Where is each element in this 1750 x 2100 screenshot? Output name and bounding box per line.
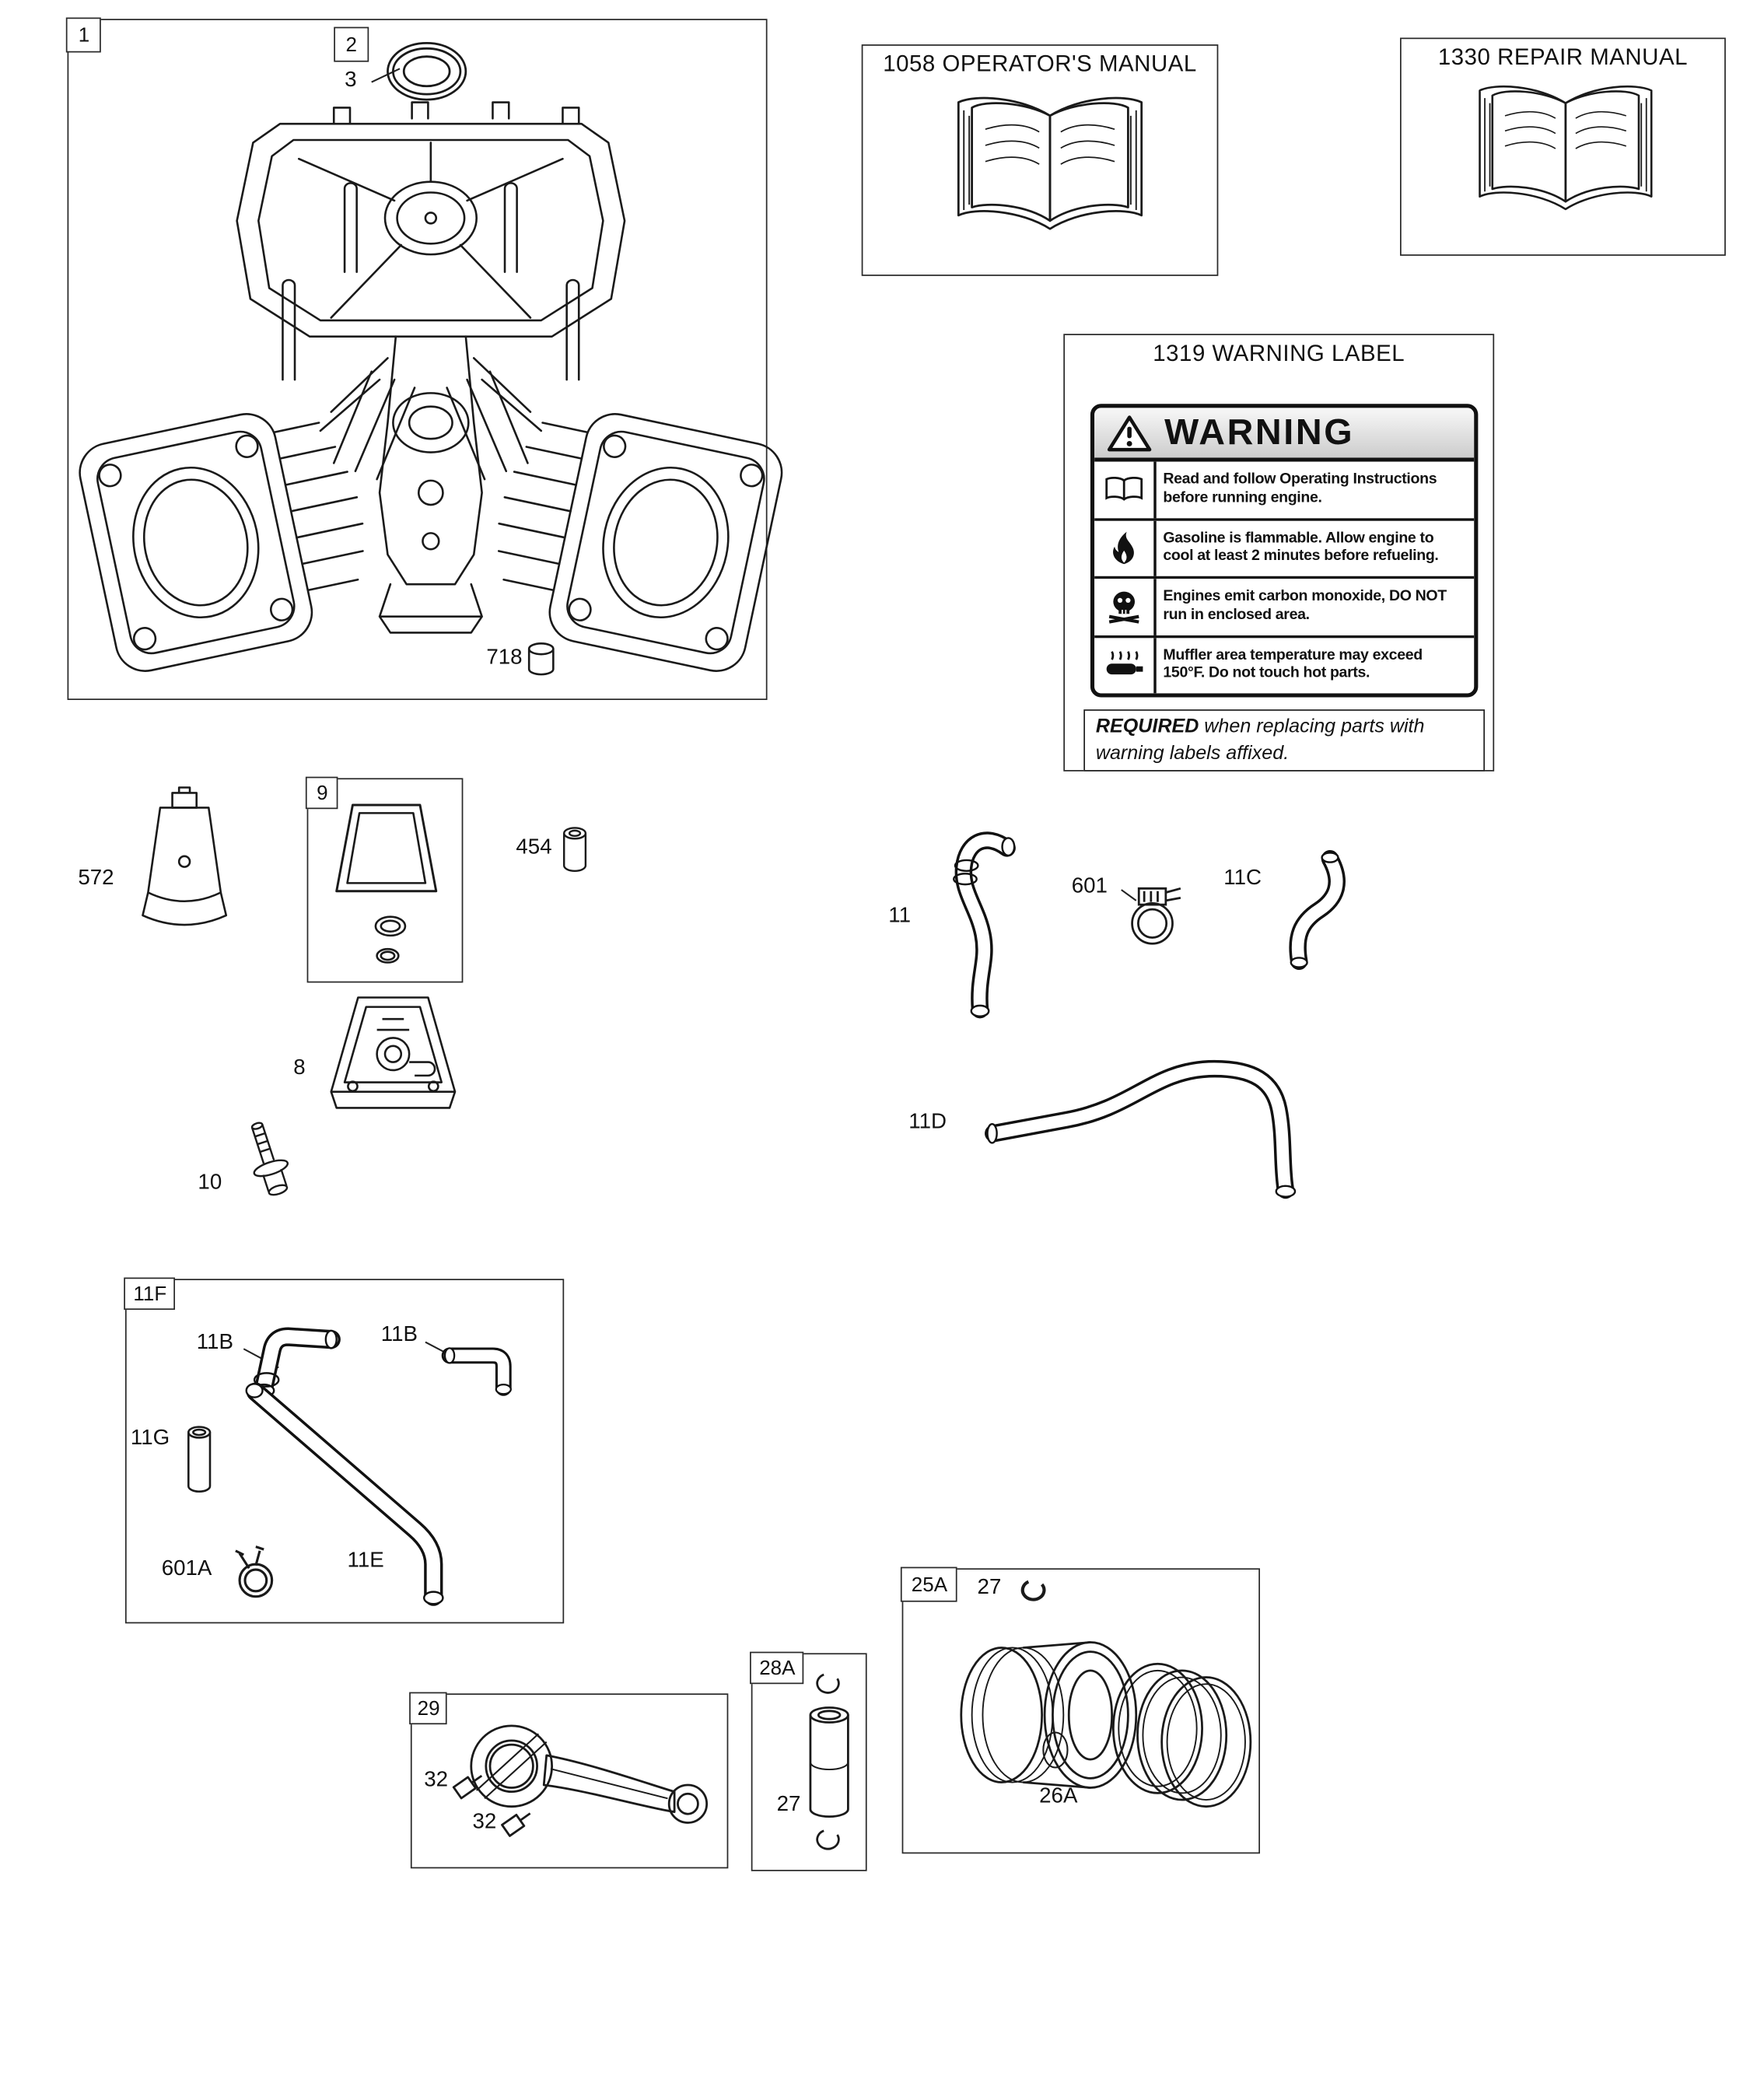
callout-718: 718 (486, 646, 523, 670)
oil-seal-drawing (387, 41, 467, 101)
repair-manual-box: 1330 REPAIR MANUAL (1399, 37, 1726, 256)
screw-10 (250, 1122, 289, 1196)
breather-cover-8 (330, 996, 457, 1109)
crankcase-group-box: 1 (66, 18, 768, 700)
warning-row: Muffler area temperature may exceed 150°… (1094, 637, 1475, 694)
piston-ring-set-26a (1111, 1662, 1252, 1808)
tube-11g (187, 1426, 212, 1493)
piston-body (960, 1641, 1138, 1789)
retaining-ring-27 (1020, 1580, 1046, 1601)
callout-11: 11 (888, 905, 912, 928)
pin-454 (562, 827, 587, 872)
hose-11c (1289, 849, 1346, 971)
callout-3: 3 (345, 68, 357, 92)
warning-required-note: REQUIRED when replacing parts with warni… (1083, 709, 1486, 772)
piston-pin-drawing (809, 1673, 849, 1850)
warning-group-title: 1319 WARNING LABEL (1153, 340, 1405, 366)
spring-clamp-601a (235, 1545, 274, 1598)
piston-group-box: 25A (901, 1567, 1260, 1854)
operators-manual-book-icon (957, 96, 1143, 230)
operating-instructions-book-icon (1094, 461, 1157, 518)
piston-drawing (960, 1641, 1252, 1808)
warning-label-header: WARNING (1094, 408, 1475, 462)
callout-572: 572 (78, 866, 114, 891)
callout-32-a: 32 (424, 1769, 448, 1792)
callout-27-pin: 27 (776, 1793, 801, 1816)
breather-gasket-drawing (335, 803, 438, 964)
callout-1: 1 (66, 18, 102, 54)
callout-11b-a: 11B (196, 1331, 233, 1355)
warning-label: WARNING Read and follow Operating Instru… (1090, 404, 1479, 698)
warning-row-text: Muffler area temperature may exceed 150°… (1163, 647, 1423, 682)
warning-row: Engines emit carbon monoxide, DO NOT run… (1094, 579, 1475, 638)
elbow-tube-11b-b (441, 1347, 512, 1396)
callout-9: 9 (306, 777, 339, 810)
callout-11g: 11G (130, 1426, 170, 1451)
retaining-ring-top (816, 1673, 840, 1694)
connecting-rod-drawing (452, 1724, 709, 1837)
breather-gasket-group-box: 9 (306, 777, 464, 983)
crankcase-drawing (79, 101, 789, 678)
callout-10: 10 (198, 1171, 222, 1195)
callout-2: 2 (334, 26, 369, 62)
warning-row: Gasoline is flammable. Allow engine to c… (1094, 520, 1475, 579)
required-lead: REQUIRED (1095, 716, 1199, 738)
callout-26a: 26A (1039, 1784, 1078, 1808)
warning-row-text: Engines emit carbon monoxide, DO NOT run… (1163, 589, 1447, 623)
hose-clamp-601 (1131, 887, 1181, 945)
hose-11d (985, 1059, 1297, 1199)
tube-11e (245, 1382, 444, 1606)
required-rest: when replacing parts with warning labels… (1095, 716, 1425, 765)
operators-manual-box: 1058 OPERATOR'S MANUAL (861, 44, 1219, 276)
breather-cover-572 (142, 786, 228, 926)
callout-28a: 28A (750, 1652, 804, 1685)
warning-heading: WARNING (1164, 411, 1355, 453)
retaining-ring-bottom (816, 1829, 840, 1850)
piston-pin-group-box: 28A (750, 1652, 867, 1871)
callout-11f: 11F (124, 1278, 176, 1311)
flammable-gasoline-icon (1094, 520, 1157, 576)
warning-triangle-icon (1107, 415, 1152, 451)
callout-32-b: 32 (472, 1810, 497, 1834)
callout-11c: 11C (1223, 866, 1262, 891)
repair-manual-book-icon (1479, 85, 1653, 211)
warning-row: Read and follow Operating Instructions b… (1094, 461, 1475, 520)
hose-kit-group-box: 11F (124, 1278, 565, 1624)
callout-11b-b: 11B (380, 1323, 418, 1346)
callout-11e: 11E (347, 1549, 384, 1573)
callout-29: 29 (409, 1692, 448, 1725)
callout-601: 601 (1071, 874, 1108, 898)
warning-row-text: Read and follow Operating Instructions b… (1163, 471, 1437, 506)
callout-454: 454 (516, 835, 552, 859)
bushing-718 (527, 642, 555, 676)
callout-11d: 11D (908, 1110, 947, 1134)
callout-27-clip: 27 (977, 1576, 1002, 1600)
repair-manual-title: 1330 REPAIR MANUAL (1437, 44, 1688, 70)
carbon-monoxide-icon (1094, 579, 1157, 635)
breather-tube-11 (953, 831, 1016, 1019)
warning-row-text: Gasoline is flammable. Allow engine to c… (1163, 530, 1439, 565)
callout-25a: 25A (901, 1567, 958, 1603)
connecting-rod-group-box: 29 (409, 1692, 729, 1869)
callout-8: 8 (293, 1056, 306, 1080)
operators-manual-title: 1058 OPERATOR'S MANUAL (883, 51, 1197, 77)
hot-muffler-icon (1094, 637, 1157, 694)
callout-601a: 601A (161, 1557, 212, 1580)
